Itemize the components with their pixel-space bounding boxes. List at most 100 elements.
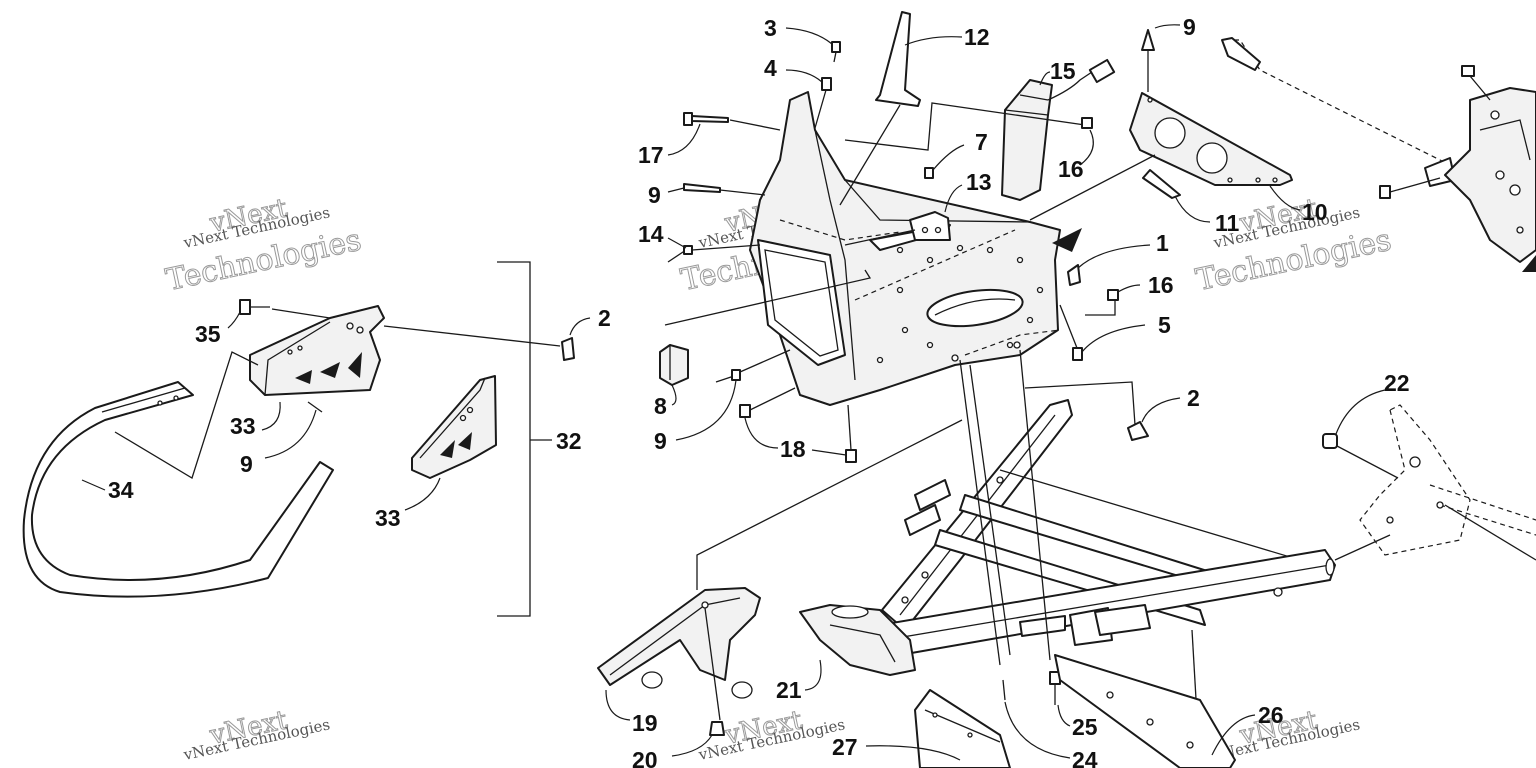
plate-hole — [1227, 177, 1233, 183]
frame-tab — [914, 479, 951, 511]
mount-bracket-33-lower — [411, 375, 497, 479]
bolt-17-head — [683, 112, 693, 126]
callout-16: 16 — [1148, 272, 1174, 298]
bolt-axis — [749, 387, 796, 411]
bumper-tube-34 — [22, 381, 334, 598]
arm-bushing — [731, 681, 753, 699]
panel-hole — [926, 256, 934, 264]
arm-bushing — [641, 671, 663, 689]
callout-13: 13 — [966, 169, 992, 195]
mount-line — [114, 351, 259, 479]
leader-10 — [1269, 185, 1301, 211]
crossbar-hole — [1186, 741, 1194, 749]
rivet-body — [683, 183, 721, 193]
bracket-hole — [356, 326, 364, 334]
callout-26: 26 — [1258, 702, 1284, 728]
leader-8 — [671, 384, 677, 406]
mirror-12 — [839, 11, 963, 206]
mirror-mount-line — [839, 104, 901, 206]
bumper-assembly — [22, 261, 591, 617]
leader-33-upper — [261, 401, 281, 431]
cross-member-edge — [999, 469, 1301, 561]
callout-27: 27 — [832, 734, 858, 760]
front-bulkhead — [749, 91, 1082, 406]
plate-hole — [1147, 97, 1153, 103]
long-rod — [959, 359, 1001, 666]
side-opening-inner — [764, 249, 839, 357]
frame-hole — [996, 476, 1004, 484]
callout-33: 33 — [230, 413, 256, 439]
hidden-bracket-line — [1429, 484, 1536, 521]
leader-16a — [1079, 129, 1094, 166]
bracket-hole — [287, 349, 293, 355]
leader-9-left — [264, 409, 317, 459]
clip-2b — [1127, 421, 1149, 441]
bulkhead-edge — [844, 179, 1031, 223]
mount-line — [844, 229, 916, 246]
bulkhead-hidden — [964, 329, 1061, 356]
hardware-3-4 — [785, 27, 841, 129]
small-plate — [1221, 37, 1261, 71]
crossbar-hole — [1106, 691, 1114, 699]
screw-5-axis — [1059, 304, 1078, 349]
leader-11 — [1174, 195, 1211, 223]
leader-9b — [667, 187, 685, 193]
mount-line — [1024, 381, 1136, 426]
plate-mount-line — [1029, 154, 1156, 221]
spacer-4 — [821, 77, 832, 91]
screw-3-shank — [833, 51, 837, 63]
callout-22: 22 — [1384, 370, 1410, 396]
mount-line — [1444, 504, 1536, 561]
bracket-hole — [459, 414, 467, 422]
nut-22-axis — [1336, 445, 1399, 479]
panel-hole — [876, 356, 884, 364]
module-connector — [1088, 58, 1116, 84]
direction-arrow-icon — [1052, 228, 1082, 252]
module-mount-line — [844, 102, 1086, 151]
callout-9: 9 — [648, 182, 661, 208]
nut-axis — [1469, 75, 1491, 101]
crossbar-end — [1325, 558, 1335, 576]
side-opening — [757, 239, 846, 366]
leader-7 — [932, 144, 965, 171]
leader-35 — [227, 311, 241, 329]
bracket-edge — [1479, 119, 1531, 161]
mount-line — [1334, 534, 1391, 561]
plate-10 — [1029, 24, 1301, 223]
bolt-18a — [739, 404, 751, 418]
crossbar-edge — [884, 564, 1331, 641]
bracket-13-hole — [921, 226, 929, 234]
direction-arrow-icon — [1522, 255, 1536, 272]
bolt-35-head — [239, 299, 251, 315]
callout-8: 8 — [654, 393, 667, 419]
skid-plate-27 — [914, 689, 1011, 768]
bracket-hole — [1495, 170, 1505, 180]
screw-7 — [924, 167, 934, 179]
leader-27 — [865, 745, 961, 761]
fastener-14 — [667, 237, 761, 263]
leader-18b — [811, 449, 847, 456]
panel-hole — [896, 286, 904, 294]
skid-hole — [932, 712, 938, 718]
callout-15: 15 — [1050, 58, 1076, 84]
callout-20: 20 — [632, 747, 658, 768]
leader-33-lower — [404, 477, 441, 511]
leader-26 — [1211, 714, 1256, 756]
crossbar-bracket — [1094, 604, 1151, 636]
panel-hole — [1013, 341, 1021, 349]
bracket-hole — [1409, 456, 1421, 468]
leader-15 — [1039, 71, 1051, 86]
bumper-hole — [173, 395, 179, 401]
mount-line — [704, 607, 721, 721]
callout-7: 7 — [975, 129, 988, 155]
rivet-axis — [719, 189, 766, 196]
leader-5 — [1081, 324, 1146, 353]
bracket-hole — [346, 322, 354, 330]
bracket-22 — [1322, 389, 1536, 561]
fastener-14-axis — [691, 244, 761, 251]
bracket-cutout — [295, 370, 312, 384]
bracket-edge — [264, 321, 331, 396]
bracket-edge — [419, 377, 486, 459]
callout-21: 21 — [776, 677, 802, 703]
